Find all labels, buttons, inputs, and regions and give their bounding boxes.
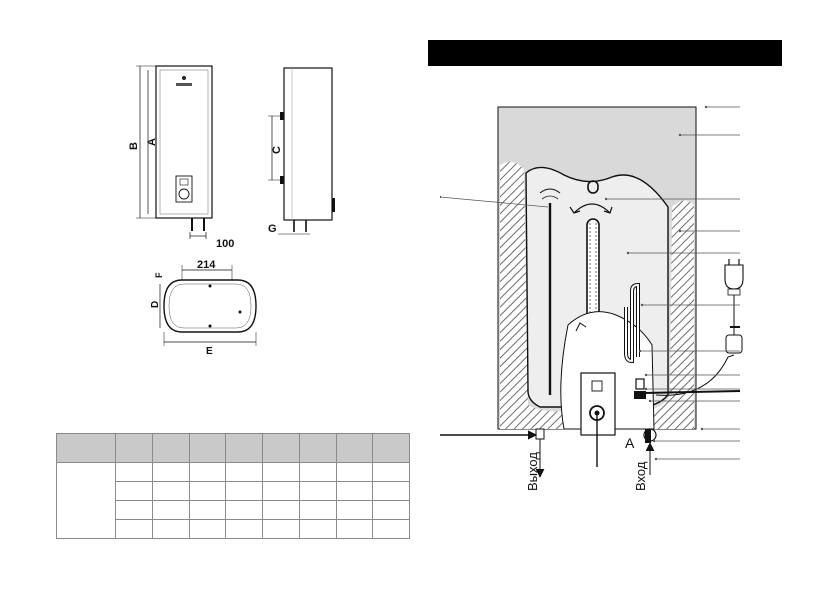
spec-table-cell [372,462,410,482]
callout-dot [648,399,652,403]
spec-table-cell [225,519,263,539]
offset-label: F [154,272,164,278]
spec-table-cell [298,462,337,482]
top-view: 214 F D E [150,259,257,357]
callout-dot [640,303,644,307]
spec-table-row [57,519,410,539]
callout-arrow [643,390,741,394]
spec-table-cell [151,500,190,520]
spec-table-cell [262,500,300,520]
thermostat-flange [634,391,646,399]
spec-header-cell [188,433,227,463]
thermostat-knob-icon [178,188,190,200]
length-label: E [206,346,213,357]
spec-table-cell [335,519,374,539]
height-inner-label: A [146,138,158,146]
gap-label: G [268,223,277,235]
callout-dot [704,105,708,109]
insulation-left [500,161,590,430]
spec-table-cell [115,500,153,520]
callout-dot [626,251,630,255]
outlet-arrow-icon [535,468,545,478]
callout-dot [644,373,648,377]
spec-header-cell [335,433,374,463]
spec-table-cell [335,500,374,520]
spec-table-cell [115,519,153,539]
callout-dot [678,133,682,137]
spec-header-cell [262,433,300,463]
spec-table [56,433,410,539]
callout-dot [652,439,656,443]
spec-table-cell [151,481,190,501]
spec-table-cell [262,462,300,482]
power-cord [655,354,735,396]
dimension-drawings: 100 B A C G 214 F D [128,65,335,357]
spec-table-cell [262,519,300,539]
spec-table-cell [115,481,153,501]
magnesium-anode [586,218,600,320]
power-plug-icon [724,264,744,290]
front-view: 100 B A [128,65,234,250]
spec-table-cell [151,519,190,539]
spec-header-cell [298,433,337,463]
callout-dot [644,387,648,391]
callout-dot [678,229,682,233]
spec-table-cell [372,519,410,539]
heater-schematic: Выход А Вход [440,105,744,491]
spec-table-cell [56,462,116,539]
spec-table-cell [151,462,190,482]
callout-leader-line [440,196,549,208]
spec-table-row [56,462,410,539]
inlet-arrow-icon [645,442,655,452]
spec-table-cell [262,481,300,501]
callout-dot [700,427,704,431]
spec-header-cell [56,433,116,463]
rcd-box [725,334,743,354]
spec-header-cell [151,433,190,463]
spec-table-cell [225,481,263,501]
inlet-label: Вход [633,461,648,491]
spec-table-cell [188,462,227,482]
pipe-spacing-label: 100 [216,238,234,250]
spec-table-cell [298,481,337,501]
brand-logo-icon [182,76,186,80]
valve-label: А [625,435,635,451]
width-label: 214 [197,259,216,271]
spec-header-cell [225,433,263,463]
spec-header-cell [372,433,410,463]
side-view: C G [268,67,335,235]
section-header-bar [428,40,782,66]
spec-header-cell [115,433,153,463]
spec-table-body [56,462,410,539]
section-header-title [428,45,436,60]
depth-label: D [150,301,161,308]
spec-table-cell [115,462,153,482]
spec-table-cell [335,481,374,501]
spec-table-cell [335,462,374,482]
spec-table-cell [188,519,227,539]
spec-table-cell [298,500,337,520]
spec-table-cell [225,462,263,482]
spec-table-header [56,433,410,463]
spec-table-cell [225,500,263,520]
outlet-label: Выход [525,452,540,491]
spec-table-cell [298,519,337,539]
spec-table-cell [188,500,227,520]
callout-dot [654,457,658,461]
bracket-label: C [271,146,283,154]
height-outer-label: B [128,142,140,150]
callout-lines [440,105,741,467]
spec-table-cell [372,481,410,501]
callout-dot [638,349,642,353]
callout-dot [604,197,608,201]
spec-table-cell [188,481,227,501]
insulation-right [636,200,694,429]
callout-dot [440,195,442,199]
spec-table-cell [372,500,410,520]
